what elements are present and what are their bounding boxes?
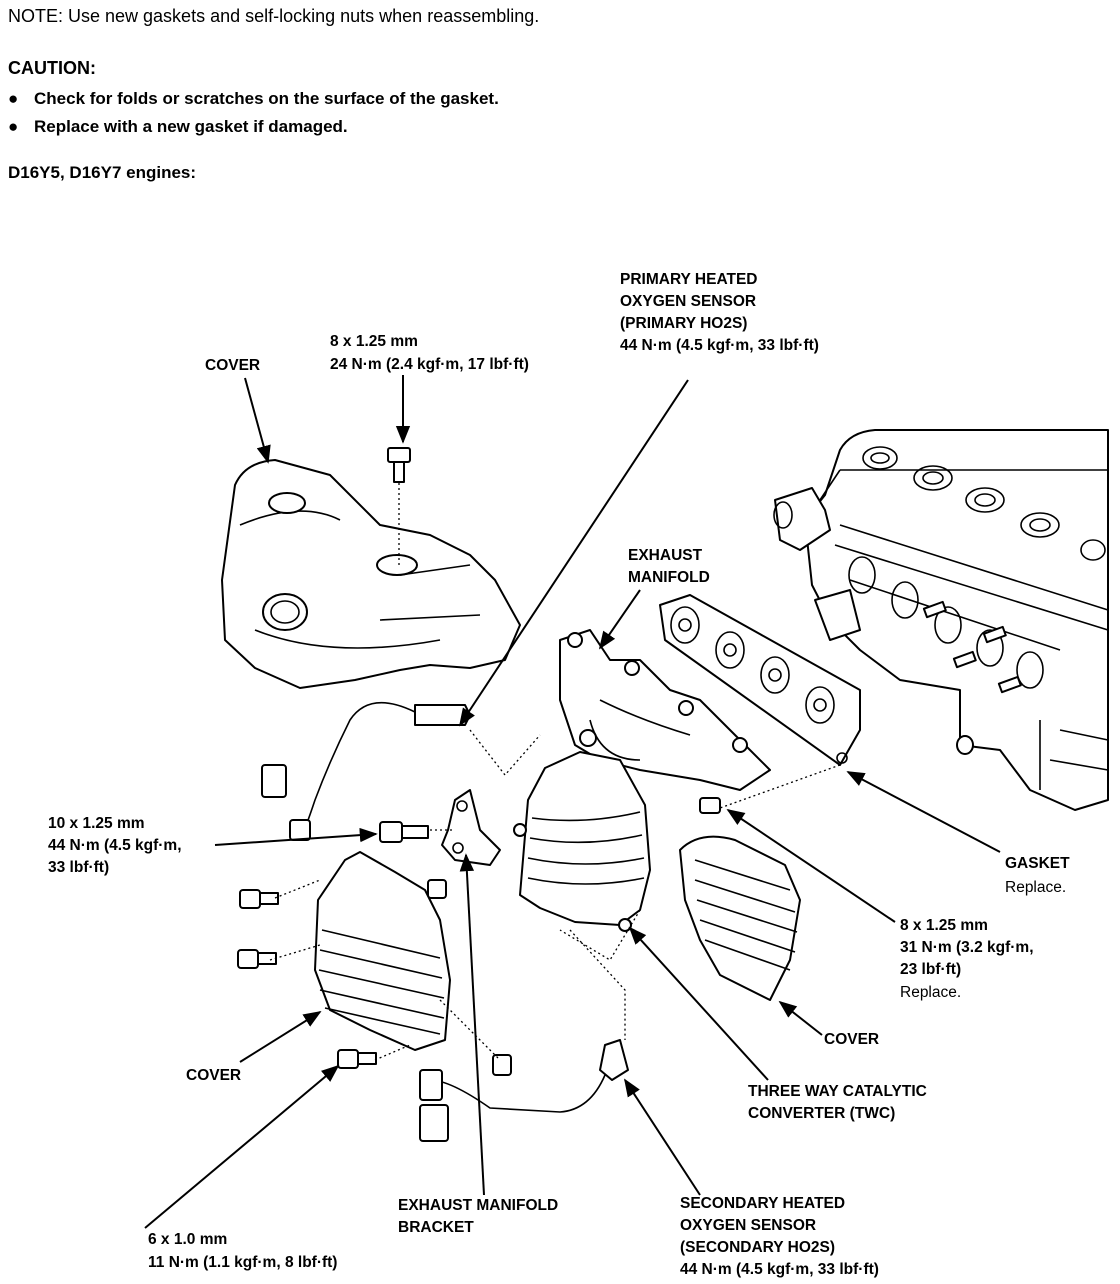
label-bolt-bottom: 6 x 1.0 mm 11 N·m (1.1 kgf·m, 8 lbf·ft) — [148, 1231, 337, 1271]
exhaust-manifold-bracket — [441, 789, 501, 866]
label-exhaust-manifold: EXHAUST MANIFOLD — [628, 547, 710, 586]
engine-block — [773, 429, 1109, 811]
three-way-catalytic-converter — [513, 751, 651, 932]
bullet-icon: ● — [8, 117, 19, 136]
label-cover-left: COVER — [186, 1067, 241, 1084]
reassembly-note: NOTE: Use new gaskets and self-locking n… — [8, 6, 540, 26]
exhaust-gasket — [659, 594, 861, 766]
cover-bolt-bottom — [337, 1049, 377, 1069]
label-bolt-left: 10 x 1.25 mm 44 N·m (4.5 kgf·m, 33 lbf·f… — [48, 815, 186, 876]
caution-item: ●Check for folds or scratches on the sur… — [8, 85, 499, 113]
caution-item: ●Replace with a new gasket if damaged. — [8, 113, 499, 141]
secondary-oxygen-sensor — [419, 1039, 629, 1142]
primary-oxygen-sensor — [261, 701, 471, 841]
cover-bolt-top — [387, 447, 411, 483]
bullet-icon: ● — [8, 89, 19, 108]
caution-heading: CAUTION: — [8, 58, 96, 78]
bracket-bolt-10mm — [379, 821, 429, 843]
bracket-bolt-lower — [427, 879, 512, 1076]
label-bracket: EXHAUST MANIFOLD BRACKET — [398, 1197, 562, 1236]
caution-list: ●Check for folds or scratches on the sur… — [8, 85, 499, 141]
label-cover-right: COVER — [824, 1031, 879, 1048]
flange-nut — [699, 797, 721, 814]
left-heat-cover — [314, 851, 451, 1051]
engine-applicability: D16Y5, D16Y7 engines: — [8, 163, 197, 182]
label-bolt-top: 8 x 1.25 mm 24 N·m (2.4 kgf·m, 17 lbf·ft… — [330, 333, 529, 373]
label-primary-sensor: PRIMARY HEATED OXYGEN SENSOR (PRIMARY HO… — [620, 271, 819, 354]
upper-heat-cover — [221, 459, 521, 689]
cover-bolt-left-upper — [239, 889, 279, 909]
label-gasket: GASKET Replace. — [1005, 855, 1074, 896]
right-heat-cover — [679, 835, 801, 1001]
leader-lines — [144, 375, 1001, 1229]
label-cover-top: COVER — [205, 357, 260, 374]
label-secondary-sensor: SECONDARY HEATED OXYGEN SENSOR (SECONDAR… — [680, 1195, 879, 1278]
label-nut-right: 8 x 1.25 mm 31 N·m (3.2 kgf·m, 23 lbf·ft… — [900, 917, 1038, 1001]
cover-bolt-left-lower — [237, 949, 277, 969]
exhaust-manifold — [559, 629, 771, 791]
label-twc: THREE WAY CATALYTIC CONVERTER (TWC) — [748, 1083, 931, 1122]
